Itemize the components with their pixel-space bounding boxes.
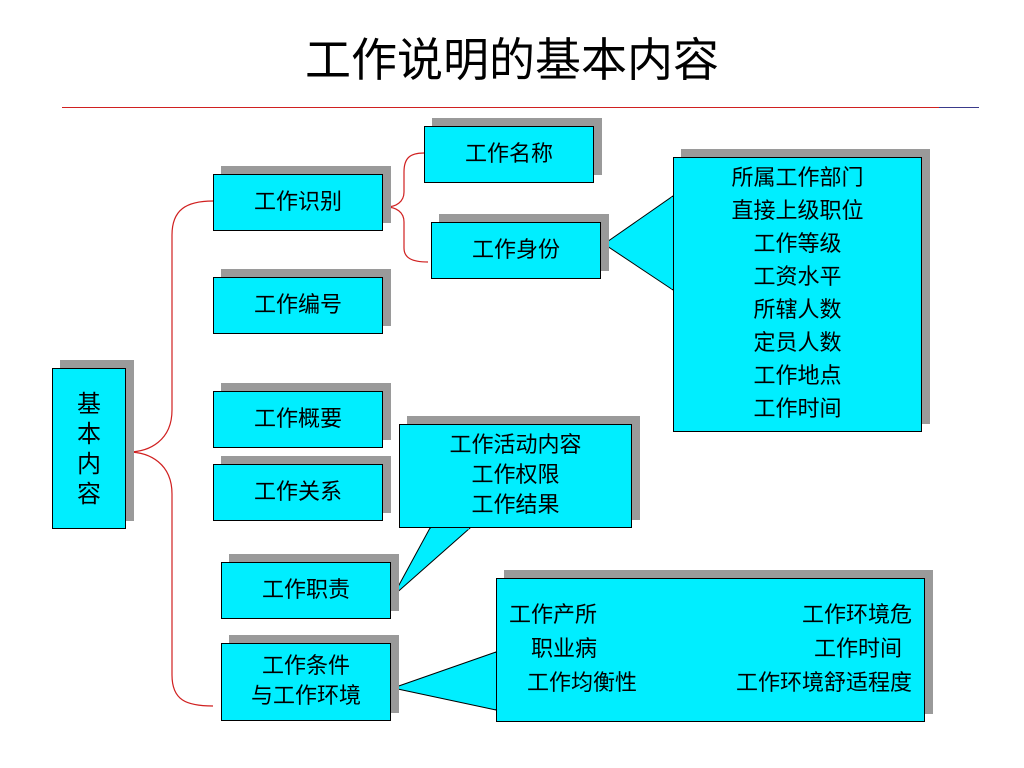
conditions-right-item: 工作时间 bbox=[813, 637, 902, 662]
root-char: 内 bbox=[77, 449, 101, 478]
identity-item: 工资水平 bbox=[753, 265, 842, 290]
root-char: 基 bbox=[77, 389, 101, 418]
identity-item: 所属工作部门 bbox=[731, 166, 864, 191]
root-char: 容 bbox=[77, 479, 101, 508]
identity-item: 直接上级职位 bbox=[731, 199, 864, 224]
page-title: 工作说明的基本内容 bbox=[305, 33, 719, 87]
node-job-number: 工作编号 bbox=[213, 277, 383, 334]
node-job-relations: 工作关系 bbox=[213, 464, 383, 521]
duties-item: 工作活动内容 bbox=[449, 433, 582, 458]
identity-callout: 所属工作部门 直接上级职位 工作等级 工资水平 所辖人数 定员人数 工作地点 工… bbox=[673, 157, 922, 432]
identity-item: 工作等级 bbox=[753, 232, 842, 257]
conditions-left-item: 工作产所 bbox=[509, 603, 598, 628]
node-label: 与工作环境 bbox=[250, 684, 361, 709]
duties-item: 工作权限 bbox=[471, 463, 560, 488]
conditions-left-item: 职业病 bbox=[531, 637, 598, 662]
title-divider bbox=[62, 107, 979, 108]
identity-item: 定员人数 bbox=[753, 331, 842, 356]
root-node-basic-content: 基 本 内 容 bbox=[52, 368, 126, 529]
identity-item: 工作地点 bbox=[753, 364, 842, 389]
root-brace-connector bbox=[127, 200, 214, 707]
duties-callout: 工作活动内容 工作权限 工作结果 bbox=[399, 424, 632, 528]
conditions-callout: 工作产所 工作环境危 职业病 工作时间 工作均衡性 工作环境舒适程度 bbox=[496, 578, 925, 722]
conditions-right-item: 工作环境舒适程度 bbox=[735, 671, 912, 696]
conditions-right-item: 工作环境危 bbox=[801, 603, 912, 628]
identity-item: 工作时间 bbox=[753, 397, 842, 422]
duties-callout-pointer bbox=[392, 527, 472, 597]
node-job-identification: 工作识别 bbox=[213, 174, 383, 231]
duties-item: 工作结果 bbox=[471, 493, 560, 518]
identification-brace-connector bbox=[385, 152, 429, 263]
conditions-grid: 工作产所 工作环境危 职业病 工作时间 工作均衡性 工作环境舒适程度 bbox=[497, 599, 924, 701]
root-char: 本 bbox=[77, 419, 101, 448]
conditions-callout-pointer bbox=[391, 651, 497, 711]
identity-item: 所辖人数 bbox=[753, 298, 842, 323]
identity-callout-pointer bbox=[603, 195, 674, 291]
node-job-duties: 工作职责 bbox=[221, 562, 391, 619]
conditions-left-item: 工作均衡性 bbox=[527, 671, 638, 696]
node-job-overview: 工作概要 bbox=[213, 391, 383, 448]
node-job-name: 工作名称 bbox=[424, 126, 594, 183]
node-label: 工作条件 bbox=[261, 654, 350, 679]
node-job-identity: 工作身份 bbox=[431, 222, 601, 279]
node-job-conditions: 工作条件 与工作环境 bbox=[221, 643, 391, 721]
